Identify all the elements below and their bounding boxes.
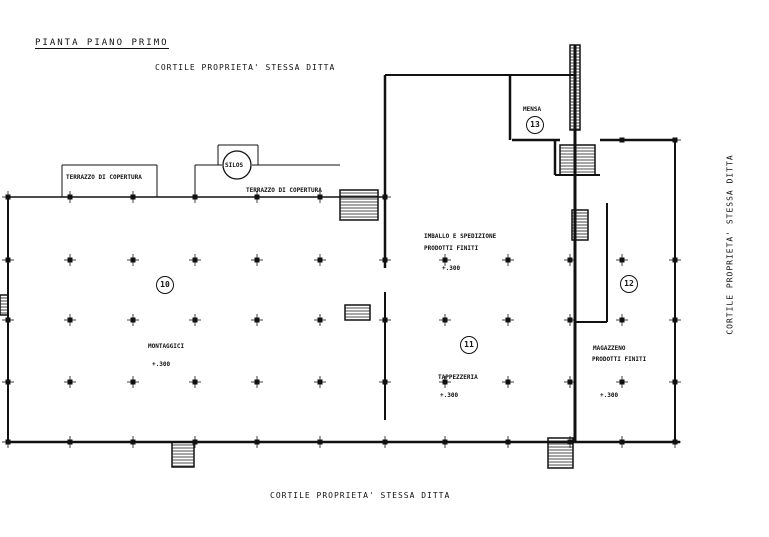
room-elevation-10: +.300 xyxy=(152,361,171,368)
column xyxy=(130,194,136,200)
column xyxy=(619,137,625,143)
column xyxy=(254,379,260,385)
stair-top xyxy=(569,44,581,131)
column xyxy=(672,379,678,385)
column xyxy=(382,379,388,385)
plan-title: PIANTA PIANO PRIMO xyxy=(35,38,169,49)
column xyxy=(317,439,323,445)
column xyxy=(382,439,388,445)
column xyxy=(67,379,73,385)
room-elevation-12: +.300 xyxy=(600,392,619,399)
column xyxy=(5,379,11,385)
column xyxy=(619,317,625,323)
column xyxy=(567,317,573,323)
column xyxy=(505,317,511,323)
column xyxy=(672,257,678,263)
room-name-mensa: MENSA xyxy=(523,106,542,113)
column xyxy=(254,439,260,445)
column xyxy=(505,439,511,445)
column xyxy=(192,317,198,323)
column xyxy=(254,194,260,200)
column xyxy=(672,317,678,323)
room-name-montaggi: MONTAGGICI xyxy=(148,343,185,350)
column xyxy=(382,317,388,323)
room-elevation-11: +.300 xyxy=(440,392,459,399)
column xyxy=(567,439,573,445)
room-number-12: 12 xyxy=(620,275,638,293)
column xyxy=(254,257,260,263)
column xyxy=(442,379,448,385)
room-name-magazzeno: MAGAZZENO xyxy=(593,345,626,352)
column xyxy=(317,257,323,263)
column xyxy=(317,317,323,323)
column xyxy=(67,257,73,263)
column xyxy=(5,194,11,200)
courtyard-label-right: CORTILE PROPRIETA' STESSA DITTA xyxy=(725,154,735,335)
column xyxy=(5,439,11,445)
column xyxy=(192,439,198,445)
courtyard-label-top: CORTILE PROPRIETA' STESSA DITTA xyxy=(155,63,336,72)
room-name-tappezzeria: TAPPEZZERIA xyxy=(438,374,478,381)
column xyxy=(130,317,136,323)
column xyxy=(67,194,73,200)
column xyxy=(382,257,388,263)
room-elevation-imballo: +.300 xyxy=(442,265,461,272)
stair-middle xyxy=(344,304,371,321)
column xyxy=(317,194,323,200)
column xyxy=(619,257,625,263)
column xyxy=(130,257,136,263)
room-name-imballo-2: PRODOTTI FINITI xyxy=(424,245,479,252)
column xyxy=(619,439,625,445)
column xyxy=(672,439,678,445)
column xyxy=(317,379,323,385)
courtyard-label-bottom: CORTILE PROPRIETA' STESSA DITTA xyxy=(270,491,451,500)
column xyxy=(192,194,198,200)
column xyxy=(442,257,448,263)
column xyxy=(442,439,448,445)
column xyxy=(5,317,11,323)
column xyxy=(567,257,573,263)
column xyxy=(130,439,136,445)
room-name-magazzeno-2: PRODOTTI FINITI xyxy=(592,356,647,363)
stair-bottom-left xyxy=(171,441,195,468)
column xyxy=(254,317,260,323)
column xyxy=(130,379,136,385)
column xyxy=(192,379,198,385)
column xyxy=(382,194,388,200)
column xyxy=(67,317,73,323)
silos-label: SILOS xyxy=(225,162,244,169)
silos-circle xyxy=(222,150,252,180)
room-number-13: 13 xyxy=(526,116,544,134)
column xyxy=(442,317,448,323)
column xyxy=(5,257,11,263)
column xyxy=(567,379,573,385)
stair-edge xyxy=(0,294,9,316)
column xyxy=(67,439,73,445)
column xyxy=(192,257,198,263)
room-number-11: 11 xyxy=(460,336,478,354)
column xyxy=(672,137,678,143)
column xyxy=(505,379,511,385)
terrace-label-right: TERRAZZO DI COPERTURA xyxy=(246,187,322,194)
terrace-label-left: TERRAZZO DI COPERTURA xyxy=(66,174,142,181)
column xyxy=(619,379,625,385)
column xyxy=(505,257,511,263)
room-name-imballo: IMBALLO E SPEDIZIONE xyxy=(424,233,497,240)
room-number-10: 10 xyxy=(156,276,174,294)
